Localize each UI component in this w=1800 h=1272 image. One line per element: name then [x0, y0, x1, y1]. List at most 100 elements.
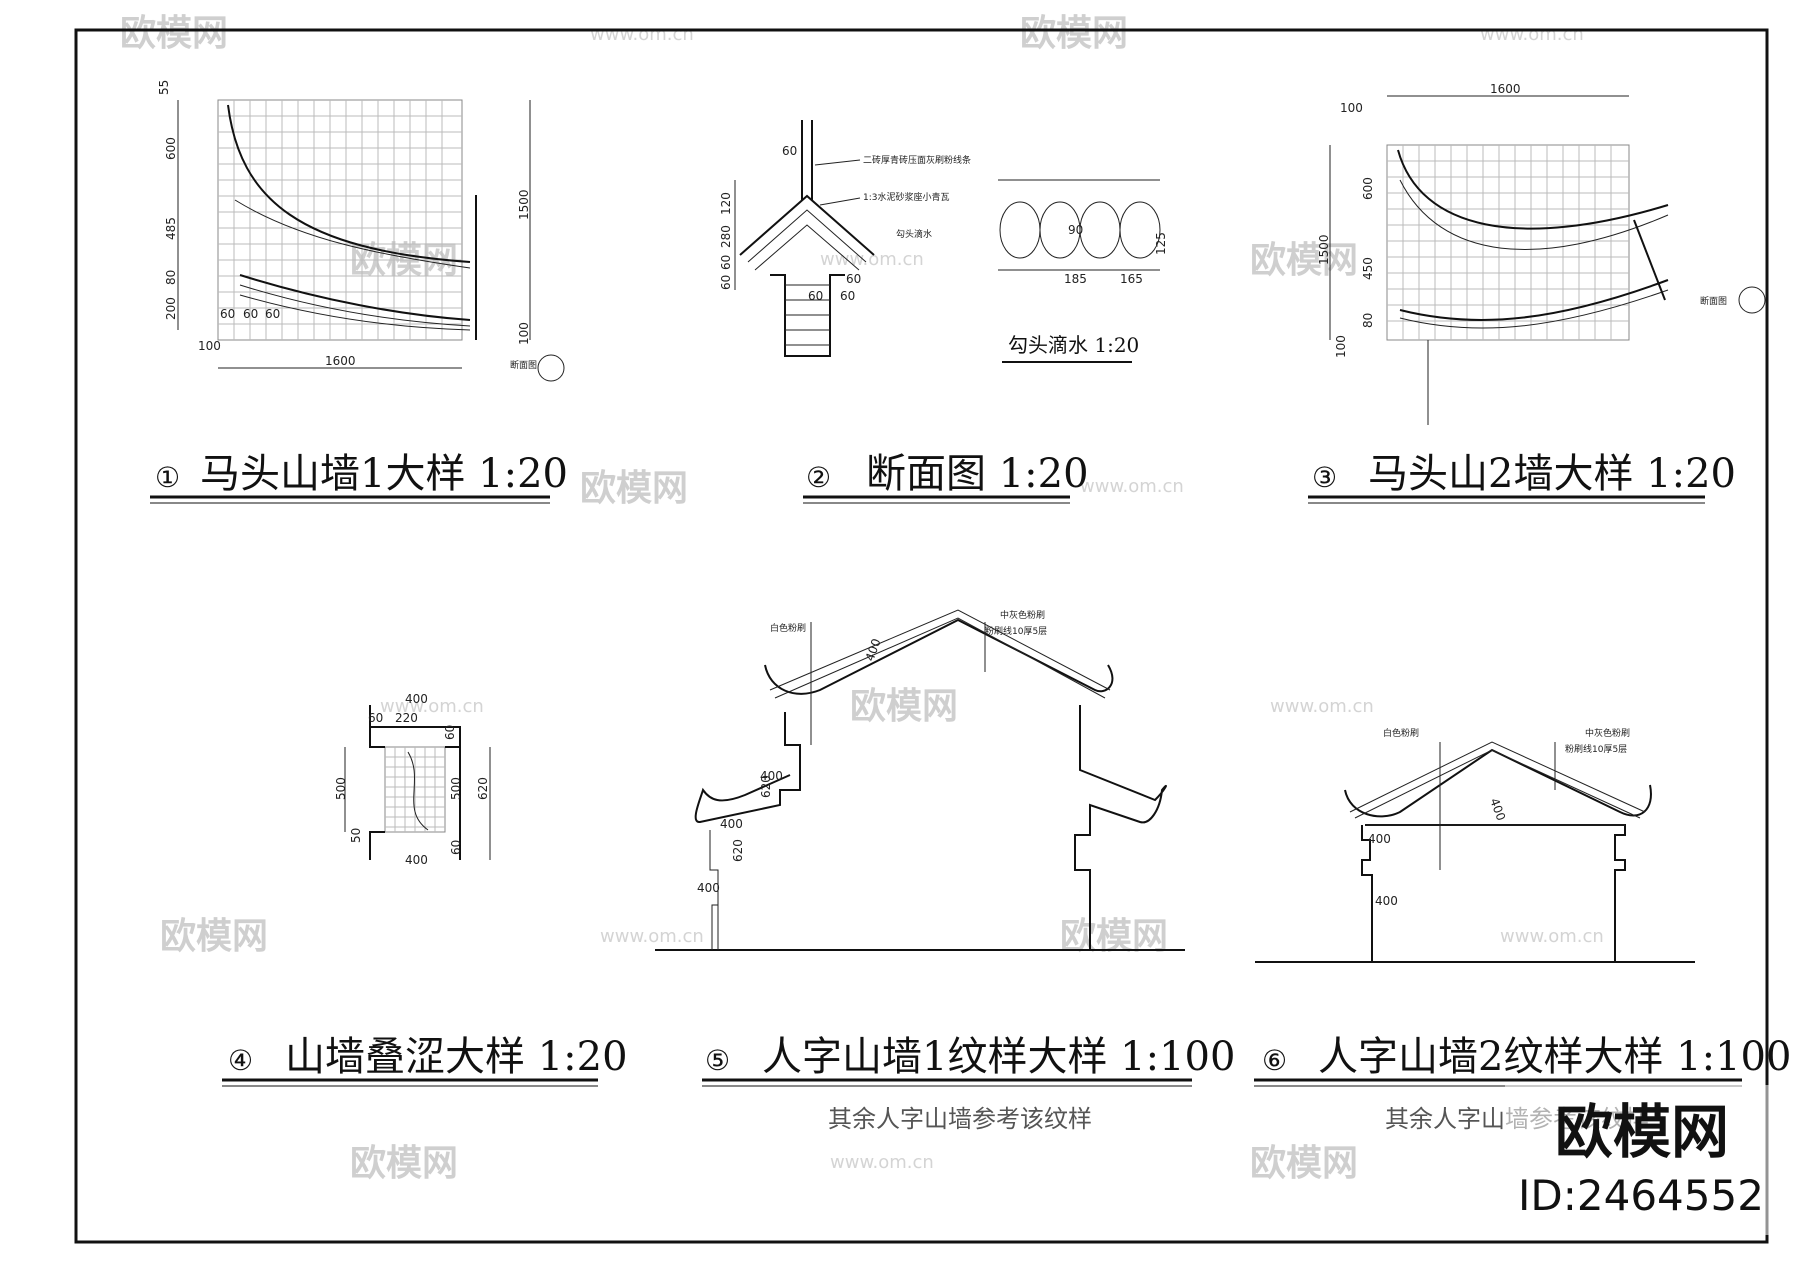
- detail-caption: 勾头滴水 1:20: [1008, 333, 1139, 357]
- drawing-1: 55 600 485 80 200 1500 100 60 60 60 100 …: [150, 80, 568, 504]
- watermark-text: 欧模网: [1020, 13, 1128, 54]
- drawing-number: ①: [155, 461, 180, 494]
- roof-section: [747, 209, 867, 271]
- leader: [814, 159, 861, 166]
- left-wall: [1361, 825, 1373, 962]
- dim-label: 400: [405, 692, 428, 706]
- dim-label: 100: [1334, 335, 1348, 358]
- dim-label: 620: [476, 777, 490, 800]
- dim-label: 60: [846, 272, 861, 286]
- roof-curve: [1399, 179, 1669, 251]
- dim-label: 400: [720, 817, 743, 831]
- watermark-url: www.om.cn: [590, 24, 694, 45]
- leader: [819, 197, 861, 206]
- eave-curve: [1399, 289, 1669, 329]
- watermark-id: ID:2464552: [1518, 1171, 1764, 1220]
- dim-label: 125: [1154, 232, 1168, 255]
- roof-curve: [227, 104, 471, 263]
- watermark-text: 欧模网: [850, 686, 958, 727]
- hatch: [785, 284, 830, 346]
- note: 1:3水泥砂浆座小青瓦: [863, 191, 950, 203]
- dim-label: 400: [405, 853, 428, 867]
- watermark-text: 欧模网: [120, 13, 228, 54]
- eave-curve: [239, 274, 471, 321]
- drawing-6: 白色粉刷 中灰色粉刷 粉刷线10厚5层 400 400 400 ⑥ 人字山墙2纹…: [1254, 727, 1791, 1133]
- drawing-2: 60 120 280 60 60 60 60 60 二砖厚青砖压面灰刷粉线条 1…: [719, 120, 1168, 504]
- watermark-brand: 欧模网: [1555, 1098, 1729, 1166]
- dim-label: 600: [164, 137, 178, 160]
- ridge: [801, 120, 813, 200]
- dim-label: 1500: [517, 189, 531, 220]
- dim-label: 100: [198, 339, 221, 353]
- watermark-text: 欧模网: [580, 468, 688, 509]
- dim-label: 60: [808, 289, 823, 303]
- dim-label: 620: [759, 775, 773, 798]
- dim-label: 1600: [1490, 82, 1521, 96]
- roof-curve: [1397, 149, 1669, 230]
- section-note: 断面图: [510, 359, 537, 371]
- drawing-title: 马头山墙1大样 1:20: [200, 451, 568, 497]
- dim-label: 60: [265, 307, 280, 321]
- note: 中灰色粉刷: [1000, 609, 1045, 621]
- dim-label: 620: [731, 839, 745, 862]
- drawing-title: 人字山墙1纹样大样 1:100: [762, 1034, 1235, 1080]
- tile: [1119, 201, 1161, 259]
- eave-curve: [239, 284, 471, 327]
- note: 白色粉刷: [770, 622, 806, 634]
- dim-label: 80: [164, 270, 178, 285]
- dim-label: 120: [719, 192, 733, 215]
- dim-label: 60: [719, 255, 733, 270]
- dim-label: 100: [1340, 101, 1363, 115]
- dim-label: 60: [840, 289, 855, 303]
- drawing-number: ③: [1312, 461, 1337, 494]
- dim-label: 200: [164, 297, 178, 320]
- note: 中灰色粉刷: [1585, 727, 1630, 739]
- note: 二砖厚青砖压面灰刷粉线条: [863, 154, 971, 166]
- right-wall: [1365, 824, 1626, 962]
- dim-label: 400: [1368, 832, 1391, 846]
- tile: [1079, 201, 1121, 259]
- drawing-number: ⑥: [1262, 1044, 1287, 1077]
- grid-lines: [1387, 145, 1629, 340]
- dim-label: 60: [449, 840, 463, 855]
- dim-label: 500: [334, 777, 348, 800]
- dim-label: 165: [1120, 272, 1143, 286]
- grid-lines: [385, 747, 445, 832]
- roof-curve: [234, 199, 471, 269]
- grid-frame: [217, 99, 463, 341]
- dim-label: 185: [1064, 272, 1087, 286]
- drawing-4: 400 60 220 60 500 500 620 50 60 400 ④ 山墙…: [222, 692, 628, 1087]
- gable-roof-layer: [769, 609, 1111, 699]
- section-marker: [537, 354, 565, 382]
- dim-label: 450: [1361, 257, 1375, 280]
- dim-label: 50: [349, 828, 363, 843]
- section-note: 断面图: [1700, 295, 1727, 307]
- drawing-title: 山墙叠涩大样 1:20: [285, 1034, 628, 1080]
- sheet-border: [74, 28, 1769, 1244]
- drawing-number: ②: [806, 461, 831, 494]
- dim-label: 280: [719, 225, 733, 248]
- faint-watermarks: 欧模网 www.om.cn 欧模网 www.om.cn 欧模网 www.om.c…: [120, 13, 1604, 1184]
- note: 粉刷线10厚5层: [1565, 743, 1627, 755]
- eave-curve: [239, 294, 471, 331]
- drawing-number: ⑤: [705, 1044, 730, 1077]
- grid-lines: [218, 100, 462, 340]
- tile-detail: 90 125 185 165 勾头滴水 1:20: [998, 179, 1168, 363]
- note: 粉刷线10厚5层: [985, 625, 1047, 637]
- watermark-text: 欧模网: [1250, 1143, 1358, 1184]
- dim-label: 600: [1361, 177, 1375, 200]
- watermark-url: www.om.cn: [600, 926, 704, 947]
- wall-section: [770, 274, 845, 357]
- dim-label: 55: [157, 80, 171, 95]
- watermark-url: www.om.cn: [1480, 24, 1584, 45]
- note: 白色粉刷: [1383, 727, 1419, 739]
- drawing-5: 白色粉刷 中灰色粉刷 粉刷线10厚5层 400 400 400 400 620 …: [655, 609, 1235, 1133]
- section-line: [1633, 219, 1666, 301]
- corbel-curve: [407, 751, 429, 831]
- drawing-3: 1600 100 600 1500 450 80 100 断面图 ③ 马头山2墙…: [1308, 82, 1766, 504]
- gable-roof: [764, 618, 1114, 695]
- dim-label: 60: [220, 307, 235, 321]
- dim-label: 485: [164, 217, 178, 240]
- eave-curve: [1399, 279, 1669, 321]
